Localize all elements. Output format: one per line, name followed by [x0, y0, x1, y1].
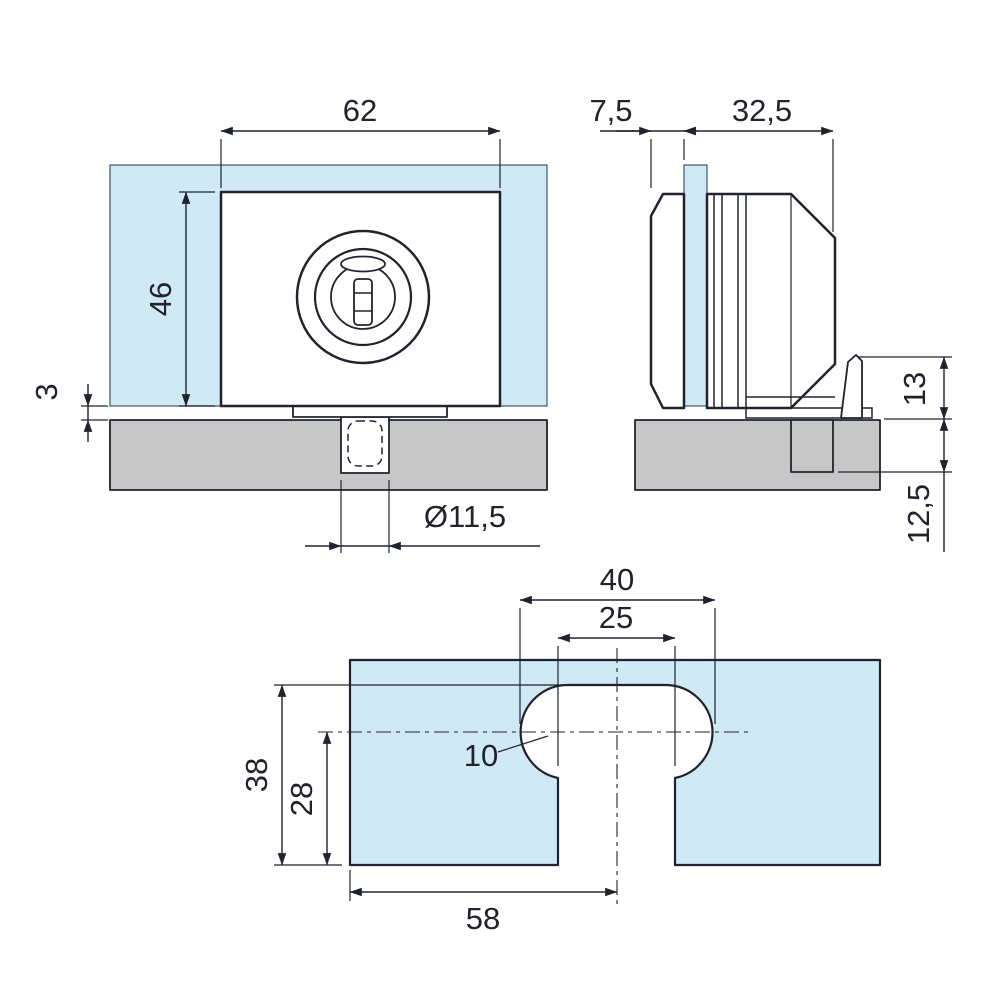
latch-keeper: [840, 354, 863, 419]
thumbturn: [340, 255, 386, 273]
extension-lines: [650, 139, 685, 188]
floor-side: [634, 419, 881, 491]
body-depth-value: 32,5: [732, 93, 792, 128]
dim-cutout-width: 40: [519, 562, 716, 724]
front-view: 62 46 3 Ø11,5: [29, 93, 548, 553]
side-view: 7,5 32,5 13 12,5: [589, 93, 952, 552]
extension-lines: [519, 608, 716, 724]
lock-bottom-tab: [292, 405, 448, 418]
floor-pin-side: [790, 419, 834, 473]
glass-panel-side: [683, 164, 708, 407]
body-plate-lines: [713, 194, 747, 408]
glass-offset-value: 7,5: [589, 93, 632, 128]
cutout-plan-view: 40 25 10 38 28 58: [239, 562, 882, 936]
latch-height-value: 13: [897, 372, 932, 406]
corner-radius-value: 10: [464, 738, 498, 773]
dim-floor-gap: 3: [29, 383, 108, 442]
keyway-detail-lines: [354, 292, 372, 312]
strike-base-plate: [745, 407, 873, 419]
extension-lines: [557, 646, 676, 766]
floor-gap-value: 3: [29, 383, 64, 400]
front-width-value: 62: [343, 93, 377, 128]
dim-side-offset: 7,5: [589, 93, 698, 188]
dim-edge-distance: 58: [349, 870, 618, 936]
extension-lines: [340, 480, 390, 553]
dim-cutout-height: 38: [239, 684, 566, 866]
dim-corner-radius: 10: [464, 735, 549, 773]
cover-plate-side: [649, 192, 686, 410]
dim-slot-width: 25: [557, 600, 676, 766]
front-height-value: 46: [143, 282, 178, 316]
lock-body-side: [705, 192, 837, 410]
pin-depth-value: 12,5: [901, 484, 936, 544]
center-height-value: 28: [284, 782, 319, 816]
dim-center-height: 28: [284, 731, 332, 866]
slot-width-value: 25: [599, 600, 633, 635]
cutout-height-value: 38: [239, 758, 274, 792]
keyway: [353, 278, 373, 326]
edge-distance-value: 58: [466, 901, 500, 936]
pin-diameter-value: Ø11,5: [424, 499, 506, 534]
extension-lines: [220, 139, 501, 188]
leader-line: [497, 735, 549, 753]
glass-panel-cutout: [348, 658, 882, 867]
dim-pin-diameter: Ø11,5: [305, 480, 540, 553]
dim-latch-height: 13: [858, 356, 952, 420]
dim-front-width: 62: [220, 93, 501, 188]
extension-lines: [81, 405, 108, 421]
dim-side-depth: 32,5: [683, 93, 834, 232]
cutout-width-value: 40: [600, 562, 634, 597]
floor-pin-hidden-outline: [347, 420, 383, 467]
dim-pin-depth: 12,5: [838, 418, 952, 552]
floor-pin-front: [340, 416, 390, 474]
dim-front-height: 46: [143, 191, 215, 407]
floor-front: [109, 419, 548, 491]
